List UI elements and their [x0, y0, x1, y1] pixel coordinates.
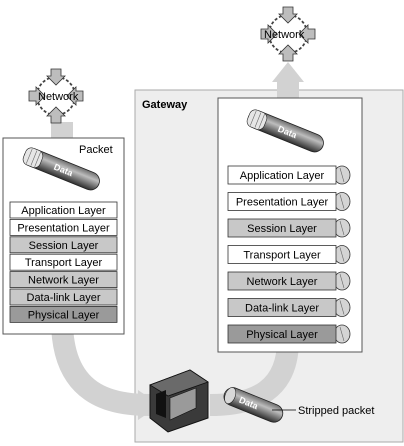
network-arrow-icon: [278, 6, 298, 24]
gateway-layer-box: [227, 218, 337, 238]
host-packet: Data: [22, 147, 100, 191]
host-layer-label: Transport Layer: [25, 257, 103, 269]
host-title: Packet: [79, 144, 113, 156]
network-arrow-icon: [46, 106, 66, 124]
network-arrow-icon: [66, 86, 84, 106]
gateway-layer-data-link-layer: Data-link Layer: [227, 298, 351, 317]
gateway-layer-presentation-layer: Presentation Layer: [227, 192, 351, 211]
gateway-layer-physical-layer: Physical Layer: [227, 324, 351, 344]
gateway-layer-label: Physical Layer: [246, 329, 318, 341]
host-layer-box: [9, 253, 118, 271]
network-right-label: Network: [264, 29, 305, 41]
host-layer-box: [9, 271, 118, 289]
network-arrow-icon: [298, 24, 316, 44]
gateway-layer-box: [227, 245, 337, 264]
gateway-layer-label: Network Layer: [247, 276, 318, 288]
host-layer-application-layer: Application Layer: [9, 201, 118, 219]
gateway-layer-box: [227, 271, 337, 291]
host-layer-network-layer: Network Layer: [9, 271, 118, 289]
network-arrow-icon: [46, 68, 66, 86]
gateway-packet: Data: [246, 109, 324, 153]
host-layer-physical-layer: Physical Layer: [9, 305, 118, 323]
network-arrow-icon: [278, 44, 298, 62]
host-layer-presentation-layer: Presentation Layer: [9, 218, 118, 236]
gateway-layer-application-layer: Application Layer: [227, 165, 351, 185]
host-layer-box: [9, 218, 118, 236]
gateway-layer-label: Presentation Layer: [236, 197, 329, 209]
gateway-layer-session-layer: Session Layer: [227, 218, 351, 238]
host-layer-transport-layer: Transport Layer: [9, 253, 118, 271]
gateway-layer-box: [227, 324, 337, 344]
stripped-packet: Data: [223, 387, 284, 423]
host-layer-label: Presentation Layer: [17, 222, 110, 234]
gateway-layer-label: Transport Layer: [243, 250, 321, 262]
gateway-layer-box: [227, 192, 337, 211]
gateway-layer-network-layer: Network Layer: [227, 271, 351, 291]
host-layer-box: [9, 236, 118, 254]
gateway-layer-label: Session Layer: [247, 223, 317, 235]
network-icon: [28, 68, 84, 124]
host-layer-label: Session Layer: [29, 240, 99, 252]
host-layer-box: [9, 288, 118, 306]
flow-arrowhead-network: [272, 62, 304, 82]
gateway-device-icon: [149, 369, 209, 433]
network-arrow-icon: [28, 86, 46, 106]
gateway-layer-label: Application Layer: [240, 170, 325, 182]
network-arrow-icon: [260, 24, 278, 44]
gateway-title: Gateway: [142, 99, 188, 111]
host-layer-box: [9, 305, 118, 323]
network-icon: [260, 6, 316, 62]
network-left-label: Network: [38, 91, 79, 103]
gateway-layer-box: [227, 298, 337, 317]
host-layer-label: Network Layer: [28, 275, 99, 287]
flow-arrowhead-gateway: [138, 390, 160, 420]
host-layer-box: [9, 201, 118, 219]
host-layer-label: Application Layer: [21, 205, 106, 217]
host-layer-label: Physical Layer: [28, 309, 100, 321]
stripped-label: Stripped packet: [298, 405, 374, 417]
host-layer-session-layer: Session Layer: [9, 236, 118, 254]
host-layer-data-link-layer: Data-link Layer: [9, 288, 118, 306]
gateway-layer-transport-layer: Transport Layer: [227, 245, 351, 264]
gateway-layer-box: [227, 165, 337, 185]
gateway-layer-label: Data-link Layer: [245, 303, 319, 315]
host-layer-label: Data-link Layer: [27, 292, 101, 304]
